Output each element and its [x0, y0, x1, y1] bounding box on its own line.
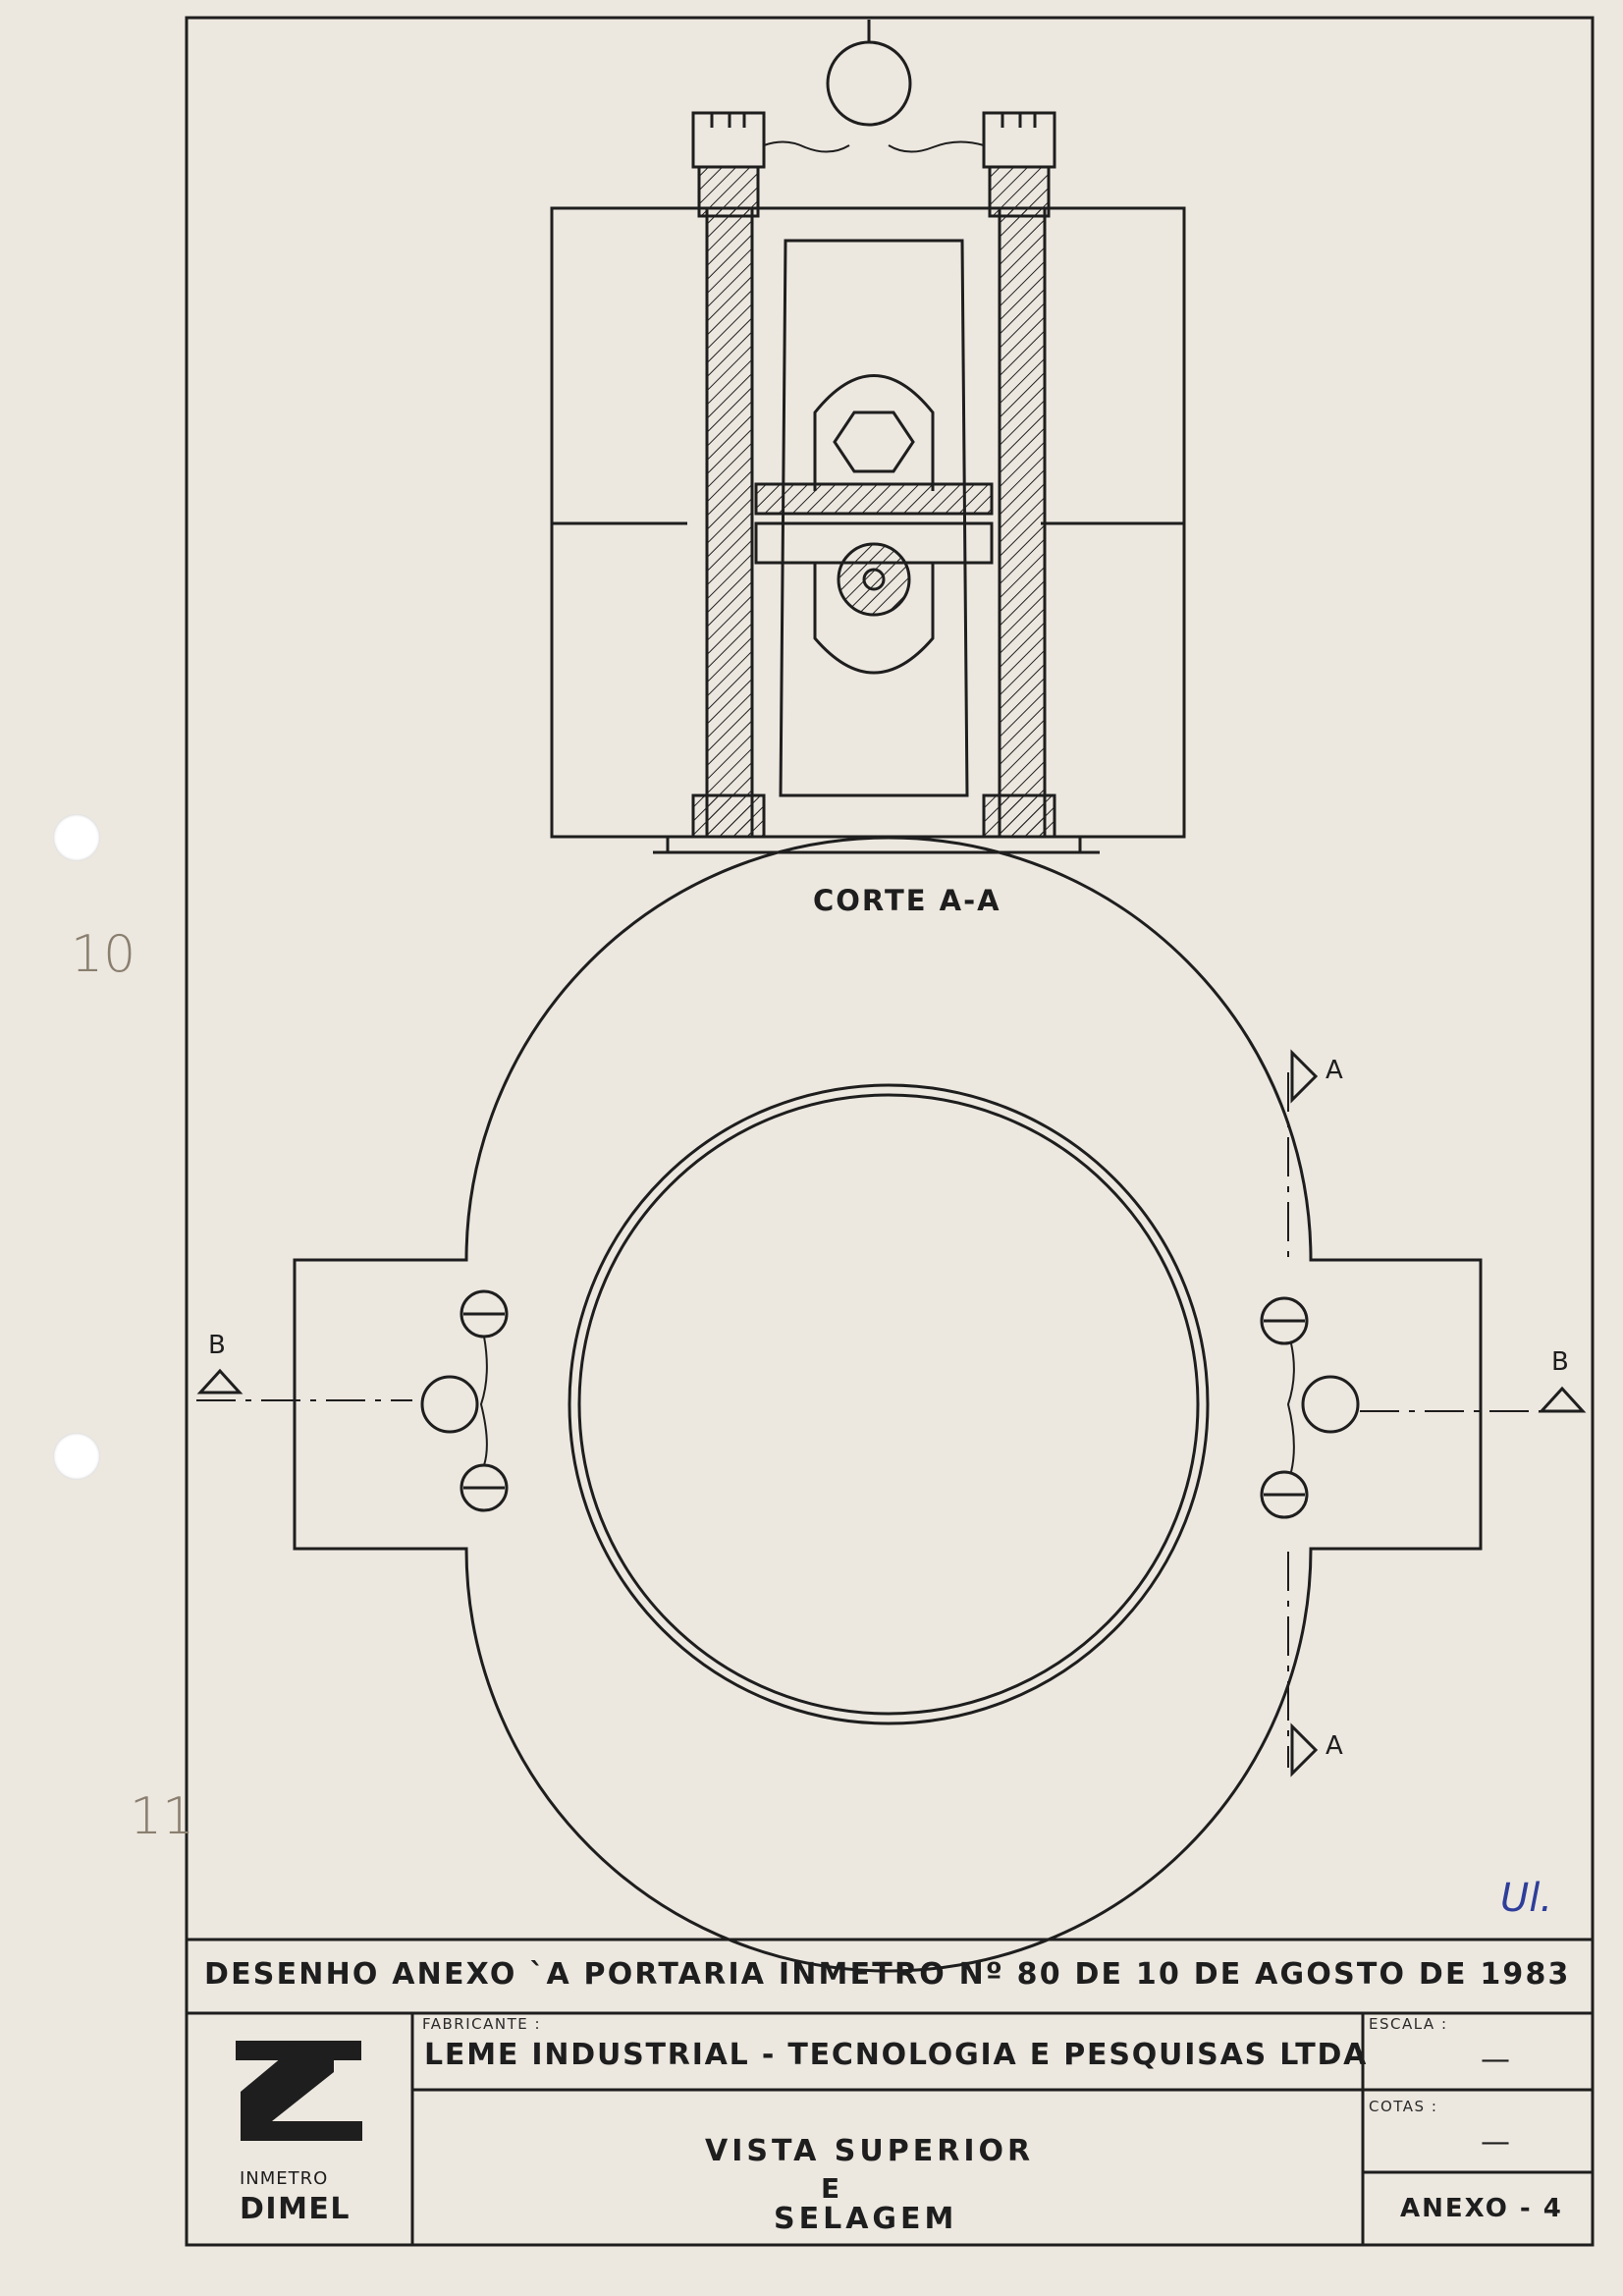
- punch-hole-bottom: [53, 1433, 100, 1480]
- right-screws: [1260, 1296, 1360, 1519]
- fabricante-label: FABRICANTE :: [422, 2015, 542, 2033]
- section-view: [550, 20, 1186, 854]
- left-screws: [420, 1289, 509, 1512]
- title-header: DESENHO ANEXO `A PORTARIA INMETRO Nº 80 …: [204, 1957, 1571, 1992]
- drawing-title-line2: E: [821, 2172, 842, 2205]
- margin-note-bottom: 11: [130, 1787, 195, 1846]
- section-mark-a-top: A: [1325, 1056, 1345, 1085]
- inmetro-logo-mark: [236, 2041, 362, 2141]
- fabricante-value: LEME INDUSTRIAL - TECNOLOGIA E PESQUISAS…: [424, 2038, 1369, 2072]
- escala-value: —: [1481, 2043, 1512, 2077]
- top-view: [196, 836, 1587, 1973]
- sheet-frame: [185, 16, 1595, 2247]
- section-mark-b-left: B: [208, 1331, 228, 1360]
- drawing-title-line3: SELAGEM: [774, 2202, 958, 2236]
- section-mark-b-right: B: [1551, 1347, 1571, 1377]
- punch-hole-top: [53, 814, 100, 861]
- margin-note-top: 10: [71, 925, 136, 984]
- anexo-number: ANEXO - 4: [1400, 2194, 1563, 2223]
- section-mark-a-bottom: A: [1325, 1731, 1345, 1761]
- title-block-lines: [187, 1938, 1593, 2245]
- drawing-title-line1: VISTA SUPERIOR: [705, 2134, 1035, 2168]
- logo-line2: DIMEL: [240, 2192, 352, 2226]
- handwritten-initials: Ul.: [1500, 1876, 1553, 1921]
- cotas-label: COTAS :: [1369, 2098, 1438, 2115]
- section-title: CORTE A-A: [813, 884, 1001, 917]
- escala-label: ESCALA :: [1369, 2015, 1448, 2033]
- cotas-value: —: [1481, 2125, 1512, 2159]
- logo-line1: INMETRO: [240, 2168, 329, 2189]
